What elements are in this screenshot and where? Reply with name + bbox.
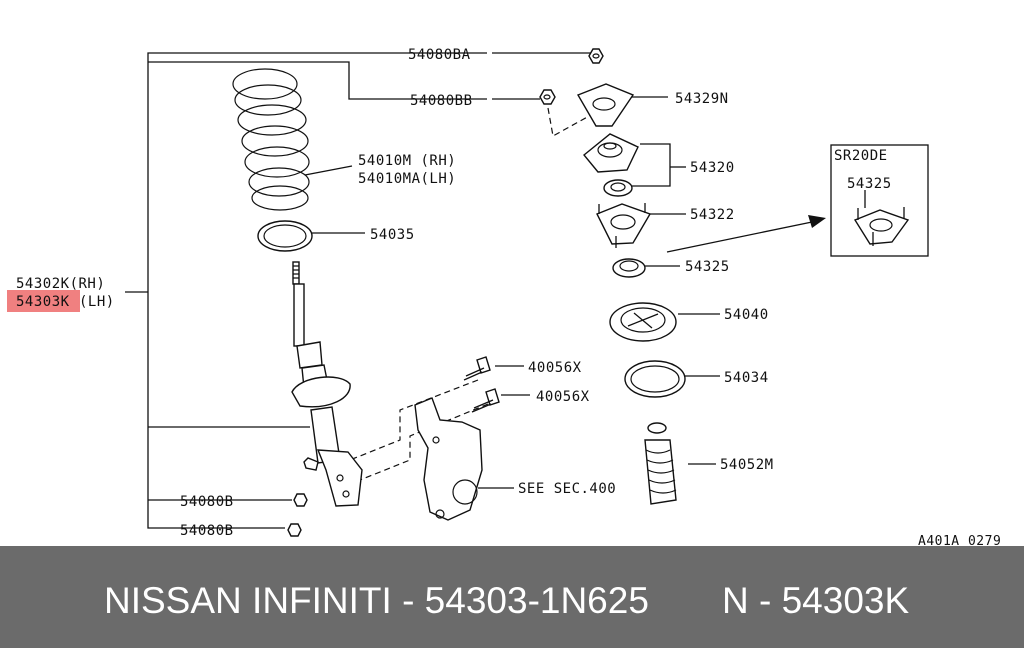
nut-icon: [588, 48, 604, 64]
footer-part-number: NISSAN INFINITI - 54303-1N625: [104, 580, 649, 621]
bearing-icon: [612, 258, 646, 278]
label-54034: 54034: [724, 370, 769, 386]
label-54010ma-lh: 54010MA(LH): [358, 171, 456, 187]
footer-banner: NISSAN INFINITI - 54303-1N625 N - 54303K: [0, 546, 1024, 648]
mount-insulator-icon: [576, 83, 635, 127]
nut-icon: [539, 89, 556, 105]
label-54080b-lower: 54080B: [180, 523, 234, 539]
nut-icon: [287, 523, 302, 537]
bound-bumper-icon: [644, 422, 677, 505]
label-54320: 54320: [690, 160, 735, 176]
label-54035: 54035: [370, 227, 415, 243]
variant-bearing-icon: [853, 207, 910, 246]
footer-oem-code: N - 54303K: [722, 580, 910, 621]
upper-mount-icon: [583, 133, 639, 173]
strut-assembly-icon: [291, 261, 363, 507]
label-see-sec-400: SEE SEC.400: [518, 481, 616, 497]
coil-spring-icon: [232, 68, 310, 211]
label-variant-54325: 54325: [847, 176, 892, 192]
label-54080ba: 54080BA: [408, 47, 471, 63]
label-54322: 54322: [690, 207, 735, 223]
rubber-seat-icon: [624, 360, 686, 398]
label-54040: 54040: [724, 307, 769, 323]
label-54302k-rh: 54302K(RH): [16, 276, 105, 292]
label-sr20de: SR20DE: [834, 148, 888, 164]
spring-seat-icon: [257, 220, 313, 252]
label-40056x-upper: 40056X: [528, 360, 582, 376]
label-40056x-lower: 40056X: [536, 389, 590, 405]
diagram-code: A401A 0279: [918, 534, 1001, 546]
label-54052m: 54052M: [720, 457, 774, 473]
label-54080bb: 54080BB: [410, 93, 473, 109]
bolt-icon: [463, 356, 491, 381]
label-54329n: 54329N: [675, 91, 729, 107]
upper-spring-seat-icon: [609, 302, 677, 342]
nut-icon: [293, 493, 308, 507]
label-54325: 54325: [685, 259, 730, 275]
label-54303k: 54303K: [16, 294, 70, 310]
label-54080b-upper: 54080B: [180, 494, 234, 510]
variant-box: [830, 144, 929, 257]
steering-knuckle-icon: [414, 397, 483, 521]
label-lh: (LH): [79, 294, 115, 310]
part-highlight: [7, 290, 80, 312]
mount-plate-icon: [596, 203, 652, 248]
bearing-icon: [603, 179, 633, 197]
leader-lines: [125, 52, 866, 529]
exploded-parts-diagram: 54080BA 54080BB 54329N 54010M (RH) 54010…: [7, 47, 1001, 546]
bolt-icon: [471, 388, 500, 413]
label-54010m-rh: 54010M (RH): [358, 153, 456, 169]
